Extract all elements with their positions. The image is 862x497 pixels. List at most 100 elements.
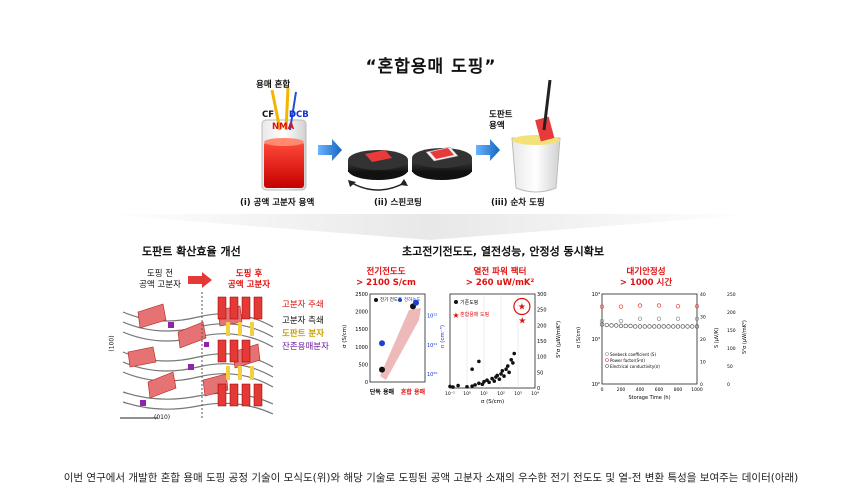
- figure-caption: 이번 연구에서 개발한 혼합 용매 도핑 공정 기술이 모식도(위)와 해당 기…: [63, 472, 799, 484]
- chart2-point-conventional: [507, 370, 511, 375]
- chart2-point-conventional: [456, 383, 460, 388]
- chart3-point-conductivity: [614, 323, 619, 328]
- chart2-point-conventional: [509, 358, 514, 362]
- chart3-y2tick: 10: [700, 360, 706, 366]
- chart2-ytick: 250: [537, 308, 547, 314]
- after-doping-label: 도핑 후 공액 고분자: [227, 269, 271, 290]
- chart3-point-seebeck: [637, 316, 643, 321]
- polymer-solution-beaker: [261, 87, 307, 191]
- legend-backbone: 고분자 주쇄: [282, 300, 324, 310]
- chart2-point-conventional: [500, 368, 505, 373]
- chart3-point-conductivity: [633, 324, 638, 329]
- molecular-schematic: [120, 292, 274, 420]
- chart3-point-conductivity: [694, 324, 700, 329]
- axis-100-label: (100): [108, 335, 116, 352]
- chart2-xtick: 10³: [514, 391, 522, 397]
- chart3-y3tick: 0: [727, 382, 730, 388]
- chart2-highlight-circle: [513, 297, 531, 316]
- chart2-point-conventional: [482, 379, 486, 384]
- chart2-point-conventional: [495, 373, 500, 378]
- chart2-point-conventional: [470, 367, 474, 371]
- chart3-point-conductivity: [661, 324, 666, 329]
- chart3-point-conductivity: [671, 324, 676, 329]
- legend-residual-solvent: 잔존용매분자: [282, 342, 329, 352]
- chart3-xtick: 0: [601, 387, 604, 393]
- chart2-ytick: 100: [537, 355, 547, 361]
- chart1-ytick: 1000: [355, 345, 368, 351]
- chart2-xtick: 10⁰: [463, 391, 471, 397]
- chart3-y2tick: 30: [700, 315, 706, 321]
- chart3-legend-marker: [605, 364, 609, 368]
- chart2-point-conventional: [487, 380, 491, 385]
- dcb-label: DCB: [289, 110, 309, 120]
- chart2-legend-1: 기존도핑: [460, 299, 478, 306]
- chart3-y2tick: 0: [700, 382, 703, 388]
- chart3-y2label: S (μV/K): [714, 328, 720, 348]
- chart3-y3label: S²σ (μW/mK²): [742, 320, 748, 354]
- chart1-y2tick: 10²¹: [427, 343, 437, 349]
- left-heading: 도판트 확산효율 개선: [142, 245, 241, 258]
- chart1-legend-marker-1: [374, 298, 378, 302]
- chart2-point-mixed: ★: [518, 317, 526, 327]
- chart3-legend-entry: Electrical conductivity(σ): [610, 364, 660, 369]
- chart3-y3tick: 100: [727, 346, 736, 352]
- chart3-legend-entry: Power factor(S²σ): [610, 358, 645, 363]
- chart2-point-conventional: [504, 367, 508, 371]
- chart1-y2tick: 10²²: [427, 313, 437, 319]
- chart3-point-conductivity: [628, 323, 633, 329]
- chart1-point-conductivity: [379, 366, 385, 373]
- chart2-xlabel: σ (S/cm): [481, 399, 504, 405]
- before-doping-label: 도핑 전 공액 고분자: [139, 269, 181, 290]
- chart1-ytick: 2000: [355, 310, 368, 316]
- spin-coater-2: [412, 146, 472, 180]
- chart2-point-conventional: [512, 351, 517, 356]
- chart2-point-conventional: [477, 359, 481, 364]
- chart2-point-conventional: [448, 384, 452, 389]
- axis-010-label: (010): [154, 414, 171, 421]
- chart2-xtick: 10⁴: [531, 391, 539, 397]
- chart3-point-seebeck: [675, 316, 681, 321]
- chart3-legend-entry: Seebeck coefficient (S): [610, 352, 656, 357]
- chart3-ytick: 10⁴: [592, 292, 600, 298]
- chart3-point-conductivity: [618, 323, 624, 329]
- step3-label: (iii) 순차 도핑: [491, 198, 545, 208]
- chart3-point-conductivity: [680, 324, 685, 329]
- chart3-xtick: 600: [655, 387, 664, 393]
- chart1-ytick: 0: [365, 380, 368, 386]
- chart1-cat-1: 단독 용매: [370, 388, 395, 396]
- chart2-point-conventional: [473, 383, 477, 387]
- chart3-point-conductivity: [675, 324, 681, 329]
- process-arrow-1: [318, 139, 342, 161]
- legend-dopant: 도판트 분자: [282, 329, 325, 339]
- chart3-point-conductivity: [656, 324, 662, 329]
- chart2-xtick: 10¹: [480, 391, 488, 397]
- chart3-point-conductivity: [642, 324, 647, 329]
- chart3-point-pf: [618, 304, 624, 309]
- chart1-trend-arrow: [380, 308, 421, 380]
- chart3-point-pf: [656, 303, 662, 308]
- chart3-ytick: 10³: [592, 337, 600, 343]
- main-title: “혼합용매 도핑”: [365, 57, 497, 77]
- chart1-legend-1: 전기 전도도: [380, 296, 402, 303]
- chart2-xtick: 10²: [497, 391, 505, 397]
- chart3-xtick: 200: [617, 387, 626, 393]
- chart2-ytick: 50: [537, 370, 543, 376]
- chart2-legend-2: 혼합용매 도핑: [460, 311, 489, 318]
- chart3-point-conductivity: [599, 322, 605, 327]
- chart3-point-pf: [694, 304, 700, 309]
- chart2-legend-marker-2: ★: [452, 311, 459, 320]
- result-arrow: [100, 214, 760, 240]
- chart2-point-conventional: [490, 376, 494, 381]
- chart3-ytick: 10²: [592, 382, 600, 388]
- legend-sidechain: 고분자 측쇄: [282, 316, 324, 326]
- chart2-point-conventional: [505, 364, 510, 368]
- chart1-y2tick: 10²⁰: [427, 372, 437, 378]
- chart2-point-mixed: ★: [518, 303, 526, 313]
- chart2-ytick: 300: [537, 292, 547, 298]
- chart2-ytick: 150: [537, 339, 547, 345]
- step1-label: (i) 공액 고분자 용액: [240, 198, 315, 208]
- chart3-y2tick: 20: [700, 337, 706, 343]
- chart2-point-conventional: [465, 384, 469, 389]
